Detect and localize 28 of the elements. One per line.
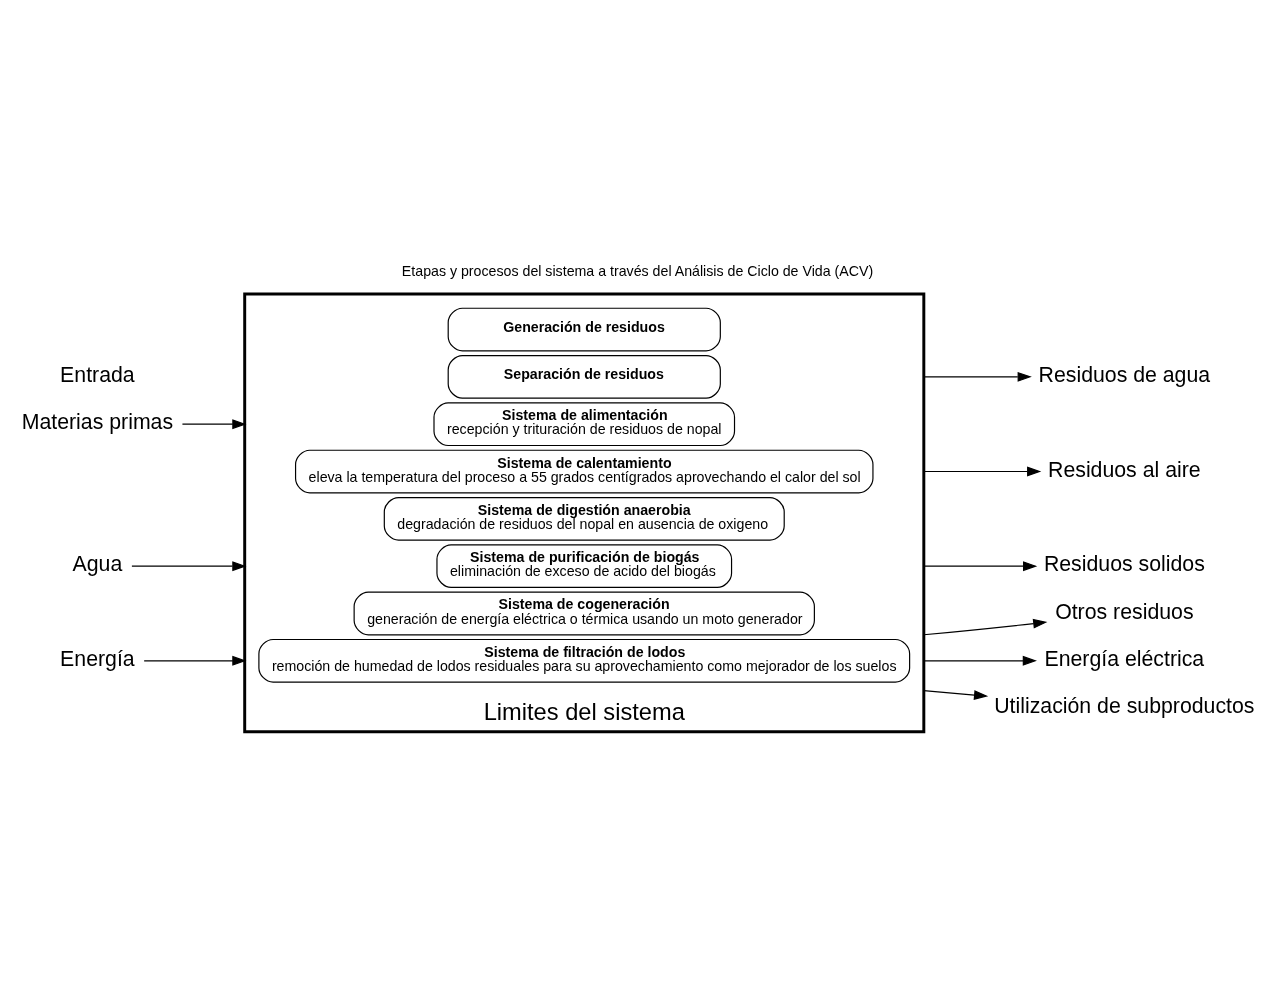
node-text: Residuos de agua (1038, 362, 1211, 387)
node-box: Separación de residuos (447, 354, 721, 399)
node-text: Agua (72, 551, 123, 576)
node-text: Residuos solidos (1043, 551, 1205, 576)
label: Entrada (60, 362, 135, 387)
node-box: Sistema de alimentación recepción y trituración de residuos de nopal (433, 401, 736, 446)
arrow (923, 618, 1048, 635)
node-box: Sistema de calentamiento eleva la temperatura del proceso a 55 grados centígrados aprovechando el calor del sol (295, 449, 874, 493)
arrow (923, 371, 1032, 382)
arrow (923, 560, 1038, 571)
node-text: Energía eléctrica (1044, 646, 1205, 671)
node-text: Energía (60, 646, 135, 671)
diagram-title: Etapas y procesos del sistema a través del Análisis de Ciclo de Vida (ACV) (401, 262, 874, 279)
node-box: Sistema de digestión anaerobia degradación de residuos del nopal en ausencia de oxigeno (383, 496, 785, 541)
arrow (923, 466, 1042, 476)
arrow (923, 655, 1037, 666)
node-text: Residuos al aire (1048, 457, 1201, 482)
node-box: Generación de residuos (447, 307, 721, 351)
arrow (131, 560, 247, 571)
arrow (923, 689, 989, 700)
arrow (181, 418, 247, 429)
node-box: Sistema de cogeneración generación de energía eléctrica o térmica usando un moto generador (353, 591, 815, 635)
node-text: Otros residuos (1055, 599, 1194, 624)
node-box: Sistema de filtración de lodos remoción de humedad de lodos residuales para su aprovechamiento como mejorador de los suelos (258, 638, 911, 683)
node-text: Materias primas (21, 409, 174, 434)
arrow (143, 655, 247, 666)
node-box: Sistema de purificación de biogás eliminación de exceso de acido del biogás (436, 543, 733, 588)
node-text: Utilización de subproductos (994, 693, 1255, 718)
